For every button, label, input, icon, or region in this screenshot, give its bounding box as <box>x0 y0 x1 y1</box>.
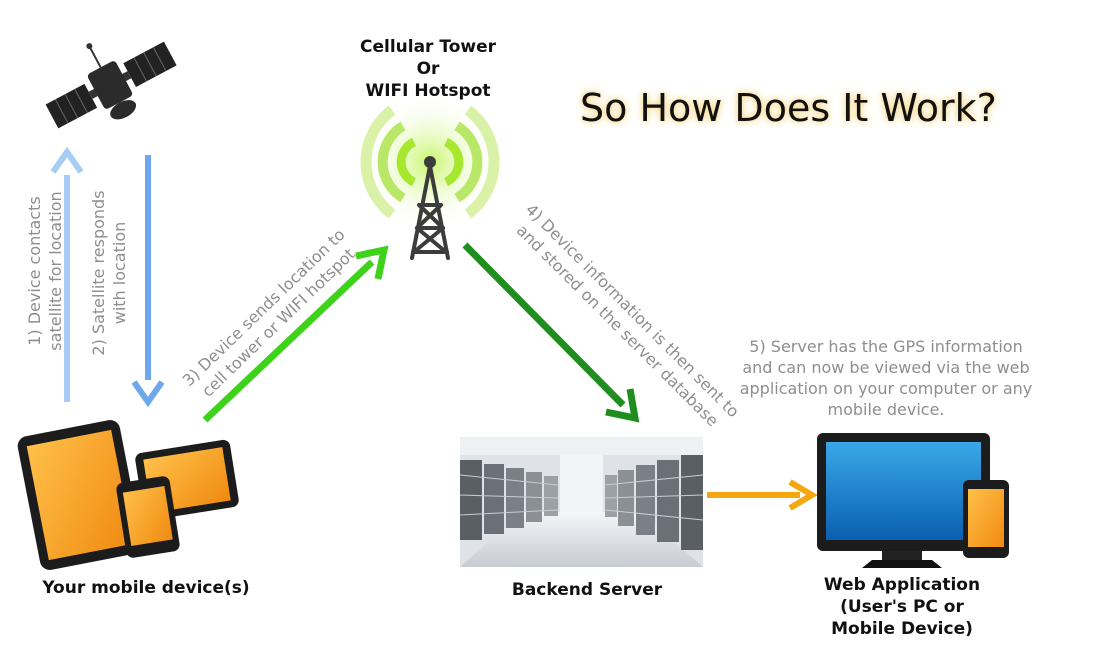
webapp-label-line: (User's PC or <box>840 597 964 617</box>
monitor-icon <box>817 433 990 568</box>
phone-icon <box>116 476 180 558</box>
step-2-line: with location <box>110 221 129 325</box>
page-title: So How Does It Work? <box>580 86 997 130</box>
satellite-icon <box>45 41 177 129</box>
step-1-text: 1) Device contacts satellite for locatio… <box>24 171 66 371</box>
tablet-icon <box>17 420 143 570</box>
server-room-icon <box>459 437 704 567</box>
arrow-device-to-satellite <box>50 146 84 402</box>
arrow-tower-to-server <box>462 242 640 423</box>
arrow-server-to-webapp <box>707 479 818 511</box>
step-1-line: 1) Device contacts <box>25 196 44 346</box>
tower-icon <box>360 92 500 260</box>
step-5-line: mobile device. <box>827 400 945 419</box>
webapp-label-line: Web Application <box>823 575 981 595</box>
tower-label-line: Or <box>416 59 440 79</box>
tower-label-line: WIFI Hotspot <box>365 81 491 101</box>
mobile-device-label: Your mobile device(s) <box>42 578 250 598</box>
web-application-label: Web Application (User's PC or Mobile Dev… <box>792 574 1012 640</box>
step-5-line: and can now be viewed via the web <box>742 358 1030 377</box>
step-5-line: 5) Server has the GPS information <box>749 337 1023 356</box>
webapp-label-line: Mobile Device) <box>831 619 973 639</box>
arrow-satellite-to-device <box>131 155 165 408</box>
step-2-line: 2) Satellite responds <box>89 190 108 356</box>
step-5-line: application on your computer or any <box>739 379 1033 398</box>
phone-icon <box>963 480 1009 558</box>
arrow-device-to-tower <box>202 245 389 423</box>
tower-label-line: Cellular Tower <box>360 37 496 57</box>
backend-server-label: Backend Server <box>511 580 663 600</box>
tower-label: Cellular Tower Or WIFI Hotspot <box>330 36 526 102</box>
step-2-text: 2) Satellite responds with location <box>88 173 130 373</box>
step-1-line: satellite for location <box>46 191 65 351</box>
step-5-text: 5) Server has the GPS information and ca… <box>736 336 1036 420</box>
